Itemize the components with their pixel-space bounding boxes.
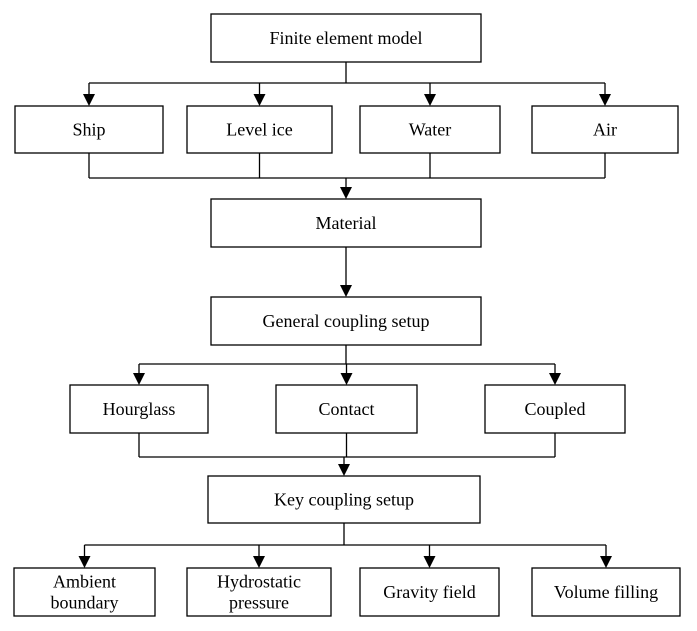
node-finite-element-model: Finite element model xyxy=(210,13,482,63)
node-key-coupling-setup-label: Key coupling setup xyxy=(274,490,414,510)
node-material: Material xyxy=(210,198,482,248)
node-water-box xyxy=(359,105,501,154)
edge-3-to-coupled-arrowhead xyxy=(549,373,561,385)
edge-0-to-water-arrowhead xyxy=(424,94,436,106)
edge-5-to-gravity_field-arrowhead xyxy=(423,556,436,568)
node-air-box xyxy=(531,105,679,154)
edge-5-to-ambient_boundary-arrowhead xyxy=(78,556,91,568)
node-coupled-box xyxy=(484,384,626,434)
node-air-label: Air xyxy=(593,120,617,140)
node-hourglass-label: Hourglass xyxy=(103,399,176,419)
node-coupled-label: Coupled xyxy=(525,399,586,419)
node-hydrostatic-pressure-label: Hydrostatic xyxy=(217,572,301,592)
node-ship-label: Ship xyxy=(72,120,105,140)
node-ambient-boundary-label: boundary xyxy=(51,593,119,613)
node-finite-element-model-box xyxy=(210,13,482,63)
node-contact: Contact xyxy=(275,384,418,434)
edge-0-to-air-arrowhead xyxy=(599,94,611,106)
node-key-coupling-setup: Key coupling setup xyxy=(207,475,481,524)
edge-0-to-level_ice-arrowhead xyxy=(253,94,266,106)
connectors xyxy=(78,62,612,568)
node-material-box xyxy=(210,198,482,248)
node-coupled: Coupled xyxy=(484,384,626,434)
node-contact-label: Contact xyxy=(319,399,375,419)
node-water: Water xyxy=(359,105,501,154)
node-general-coupling-setup-box xyxy=(210,296,482,346)
node-ship-box xyxy=(14,105,164,154)
node-level-ice-box xyxy=(186,105,333,154)
node-hydrostatic-pressure-label: pressure xyxy=(229,593,289,613)
node-contact-box xyxy=(275,384,418,434)
edge-2-material-to-general_coupling_setup-arrowhead xyxy=(340,285,352,297)
node-level-ice-label: Level ice xyxy=(226,120,292,140)
node-general-coupling-setup: General coupling setup xyxy=(210,296,482,346)
node-material-label: Material xyxy=(316,213,377,233)
node-ambient-boundary-label: Ambient xyxy=(53,572,116,592)
node-hydrostatic-pressure-box xyxy=(186,567,332,617)
edge-3-to-hourglass-arrowhead xyxy=(133,373,145,385)
node-gravity-field-box xyxy=(359,567,500,617)
edge-0-to-ship-arrowhead xyxy=(83,94,95,106)
node-volume-filling: Volume filling xyxy=(531,567,681,617)
node-volume-filling-label: Volume filling xyxy=(554,582,658,602)
node-volume-filling-box xyxy=(531,567,681,617)
node-hourglass-box xyxy=(69,384,209,434)
node-water-label: Water xyxy=(409,120,452,140)
edge-5-to-hydrostatic_pressure-arrowhead xyxy=(253,556,265,568)
node-gravity-field-label: Gravity field xyxy=(383,582,475,602)
node-level-ice: Level ice xyxy=(186,105,333,154)
node-gravity-field: Gravity field xyxy=(359,567,500,617)
node-ship: Ship xyxy=(14,105,164,154)
node-general-coupling-setup-label: General coupling setup xyxy=(263,311,430,331)
node-key-coupling-setup-box xyxy=(207,475,481,524)
edge-3-to-contact-arrowhead xyxy=(340,373,353,385)
node-hourglass: Hourglass xyxy=(69,384,209,434)
node-ambient-boundary-box xyxy=(13,567,156,617)
node-finite-element-model-label: Finite element model xyxy=(270,28,423,48)
node-air: Air xyxy=(531,105,679,154)
edge-4-to-key_coupling_setup-arrowhead xyxy=(338,464,350,476)
edge-5-to-volume_filling-arrowhead xyxy=(600,556,612,568)
edge-1-to-material-arrowhead xyxy=(340,187,352,199)
